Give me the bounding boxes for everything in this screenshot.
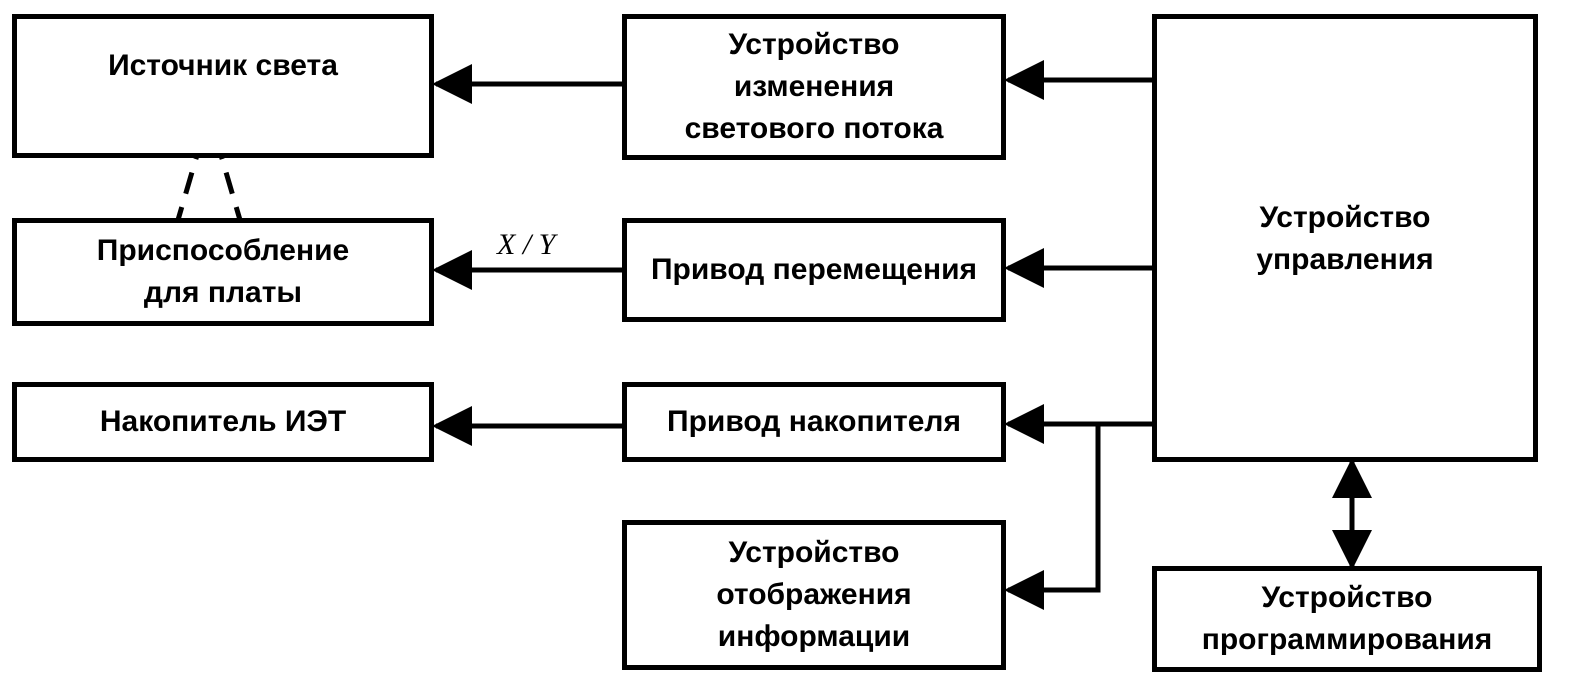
box-control-unit: Устройство управления — [1152, 14, 1538, 462]
box-motion-drive: Привод перемещения — [622, 218, 1006, 322]
box-board-fixture: Приспособление для платы — [12, 218, 434, 326]
box-light-source: Источник света — [12, 14, 434, 158]
box-programming-unit: Устройство программирования — [1152, 566, 1542, 672]
box-component-store: Накопитель ИЭТ — [12, 382, 434, 462]
branch-to-display — [1004, 424, 1101, 610]
box-flux-changer: Устройство изменения светового потока — [622, 14, 1006, 160]
box-display-unit: Устройство отображения информации — [622, 520, 1006, 670]
box-store-drive: Привод накопителя — [622, 382, 1006, 462]
xy-label: X / Y — [497, 228, 556, 261]
